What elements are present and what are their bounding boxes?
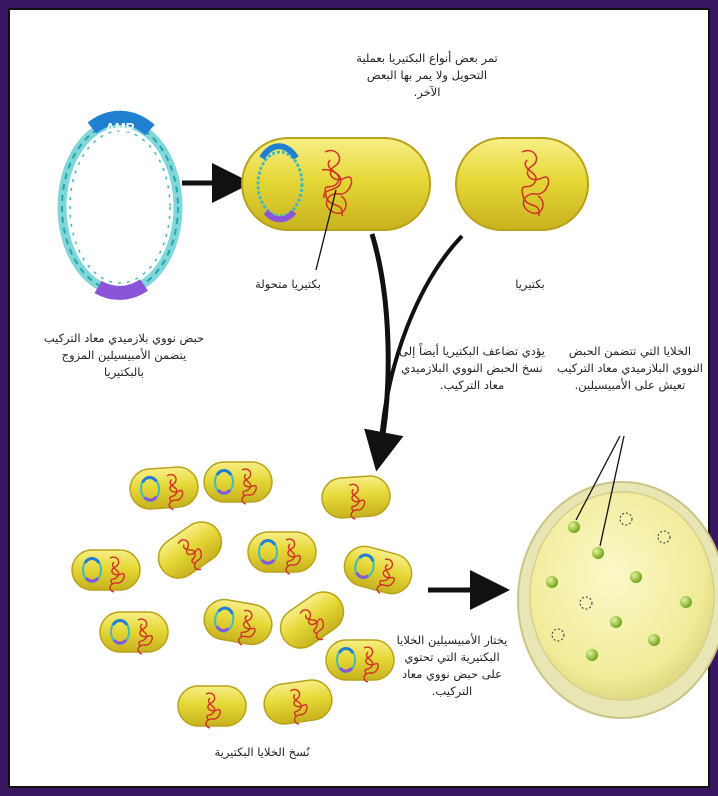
plasmid-caption: حبض نووي بلازميدي معاد التركيب يتضمن الأ… (40, 330, 208, 381)
bacterium-clone (201, 596, 275, 649)
bacteria-label: بكتيريا (500, 276, 560, 293)
bacterial-clones (72, 462, 416, 729)
transformation-note: تمر بعض أنواع البكتيريا بعملية التحويل و… (352, 50, 502, 101)
amp-label: AMP (106, 120, 135, 135)
bacterium-clone (72, 550, 140, 592)
bacterium (456, 138, 588, 230)
bacterium-clone (151, 514, 231, 587)
transformed-bacteria-label: بكتيريا متحولة (238, 276, 338, 293)
transformed-bacterium (242, 138, 430, 230)
bacterium-clone (100, 612, 168, 654)
bacterium-clone (339, 542, 416, 600)
curved-arrow-icon (372, 234, 388, 452)
recombinant-plasmid: AMP (62, 118, 178, 293)
bacterium-clone (248, 532, 316, 574)
selection-note: يختار الأمبيسيلين الخلايا البكتيرية التي… (394, 632, 510, 700)
insert-dna-segment (98, 285, 144, 293)
replication-note: يؤدي تضاعف البكتيريا أيضاً إلى نسخ الحبض… (398, 343, 546, 394)
bacterium-clone (262, 677, 335, 728)
bacterium-clone (129, 466, 200, 513)
survivors-note: الخلايا التي تتضمن الحبض النووي البلازمي… (556, 343, 704, 394)
bacterium-clone (204, 462, 272, 504)
bacterium-clone (326, 640, 394, 682)
clones-caption: نُسخ الخلايا البكتيرية (182, 744, 342, 761)
bacterium-clone (321, 475, 392, 522)
petri-dish (518, 436, 718, 718)
bacterium-clone (178, 686, 246, 728)
